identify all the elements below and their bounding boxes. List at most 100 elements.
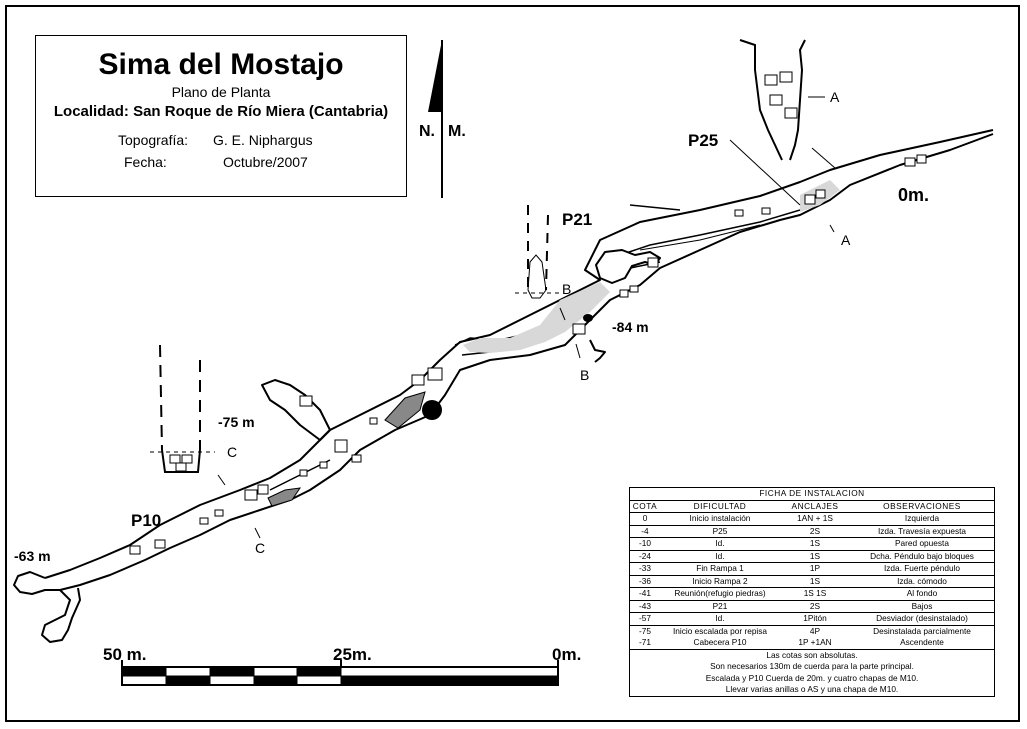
cell: 1P: [780, 562, 850, 576]
cell: -36: [630, 575, 660, 588]
cell: Fin Rampa 1: [660, 562, 780, 576]
cell: 2S: [780, 600, 850, 613]
cell: 1S 1S: [780, 587, 850, 601]
table-header: FICHA DE INSTALACION: [630, 488, 994, 501]
north-label-m: M.: [448, 123, 466, 140]
col-cota: COTA: [630, 500, 660, 513]
cell: Dcha. Péndulo bajo bloques: [850, 550, 994, 563]
cell: Izda. Fuerte péndulo: [850, 562, 994, 576]
cell: -75: [639, 625, 651, 636]
locality-value: San Roque de Río Miera (Cantabria): [133, 103, 389, 120]
note: Llevar varias anillas o AS y una chapa d…: [725, 684, 899, 694]
title-box: Sima del Mostajo Plano de Planta Localid…: [35, 35, 407, 197]
cell: 1S: [780, 550, 850, 563]
cell: Id.: [660, 550, 780, 563]
col-anclajes: ANCLAJES: [780, 500, 850, 513]
scale-label-mid: 25m.: [333, 645, 372, 664]
locality-label: Localidad:: [53, 103, 129, 120]
cell: Al fondo: [850, 587, 994, 601]
cell: 4P: [809, 625, 821, 636]
col-dificultad: DIFICULTAD: [660, 500, 780, 513]
cell: Ascendente: [850, 637, 994, 650]
cell: Pared opuesta: [850, 537, 994, 551]
label-minus63: -63 m: [14, 548, 51, 564]
label-section-a-top: A: [830, 89, 840, 105]
section-a: [729, 39, 836, 233]
cell: Bajos: [850, 600, 994, 613]
scale-bar: [121, 660, 559, 686]
label-section-b-bottom: B: [580, 367, 590, 383]
section-c: [150, 344, 261, 539]
date-label: Fecha:: [124, 154, 167, 170]
label-p25: P25: [688, 131, 719, 150]
topo-value: G. E. Niphargus: [213, 132, 313, 148]
label-minus84: -84 m: [612, 319, 649, 335]
cell: 1S: [780, 537, 850, 551]
label-p21: P21: [562, 210, 593, 229]
label-p10: P10: [131, 511, 162, 530]
cell: -10: [630, 537, 660, 551]
cell: Inicio instalación: [660, 512, 780, 526]
scale-label-right: 0m.: [552, 645, 582, 664]
cell: -41: [630, 587, 660, 601]
cell: Desviador (desinstalado): [850, 612, 994, 626]
map-frame: [5, 5, 1020, 722]
cell: -71: [630, 637, 660, 650]
cell: Reunión(refugio piedras): [660, 587, 780, 601]
label-minus75: -75 m: [218, 414, 255, 430]
cell: P21: [660, 600, 780, 613]
cell: 1Pitón: [780, 612, 850, 626]
table-row: -75 Inicio escalada por repisa 4P Desinstal…: [630, 625, 994, 637]
cell: 0: [630, 512, 660, 526]
label-section-c-top: C: [227, 444, 238, 460]
col-observaciones: OBSERVACIONES: [850, 500, 994, 513]
section-b: [515, 205, 581, 359]
cell: -43: [630, 600, 660, 613]
cell: P25: [660, 525, 780, 538]
boulder-symbols: [129, 154, 927, 555]
note: Escalada y P10 Cuerda de 20m. y cuatro c…: [705, 672, 919, 683]
label-zero: 0m.: [898, 185, 930, 205]
scale-label-left: 50 m.: [103, 645, 147, 664]
cell: Id.: [660, 537, 780, 551]
cell: -33: [630, 562, 660, 576]
map-title: Sima del Mostajo: [98, 48, 344, 81]
cell: Id.: [660, 612, 780, 626]
cell: 2S: [780, 525, 850, 538]
cell: Izquierda: [850, 512, 994, 526]
cell: 1S: [780, 575, 850, 588]
hatched-block: [267, 314, 593, 507]
label-section-b-top: B: [562, 281, 572, 297]
installation-table: FICHA DE INSTALACION COTA DIFICULTAD ANC…: [629, 487, 995, 697]
cell: 1AN + 1S: [780, 512, 850, 526]
map-subtitle: Plano de Planta: [171, 84, 271, 100]
cell: Izda. Travesía expuesta: [850, 525, 994, 538]
cell: Inicio Rampa 2: [660, 575, 780, 588]
cell: 1P +1AN: [780, 637, 850, 650]
cell: -57: [630, 612, 660, 626]
note: Son necesarios 130m de cuerda para la pa…: [710, 661, 914, 671]
locality: Localidad: San Roque de Río Miera (Canta…: [36, 103, 406, 120]
label-section-a-bottom: A: [841, 232, 851, 248]
label-section-c-bottom: C: [255, 540, 266, 556]
cell: Desinstalada parcialmente: [873, 625, 971, 636]
cell: Izda. cómodo: [850, 575, 994, 588]
north-arrow-icon: [428, 40, 443, 198]
note: Las cotas son absolutas.: [766, 649, 858, 660]
table-notes: Las cotas son absolutas. Son necesarios …: [630, 650, 994, 696]
cell: -4: [630, 525, 660, 538]
cell: Inicio escalada por repisa: [672, 625, 768, 636]
north-label-n: N.: [419, 123, 435, 140]
cell: -24: [630, 550, 660, 563]
